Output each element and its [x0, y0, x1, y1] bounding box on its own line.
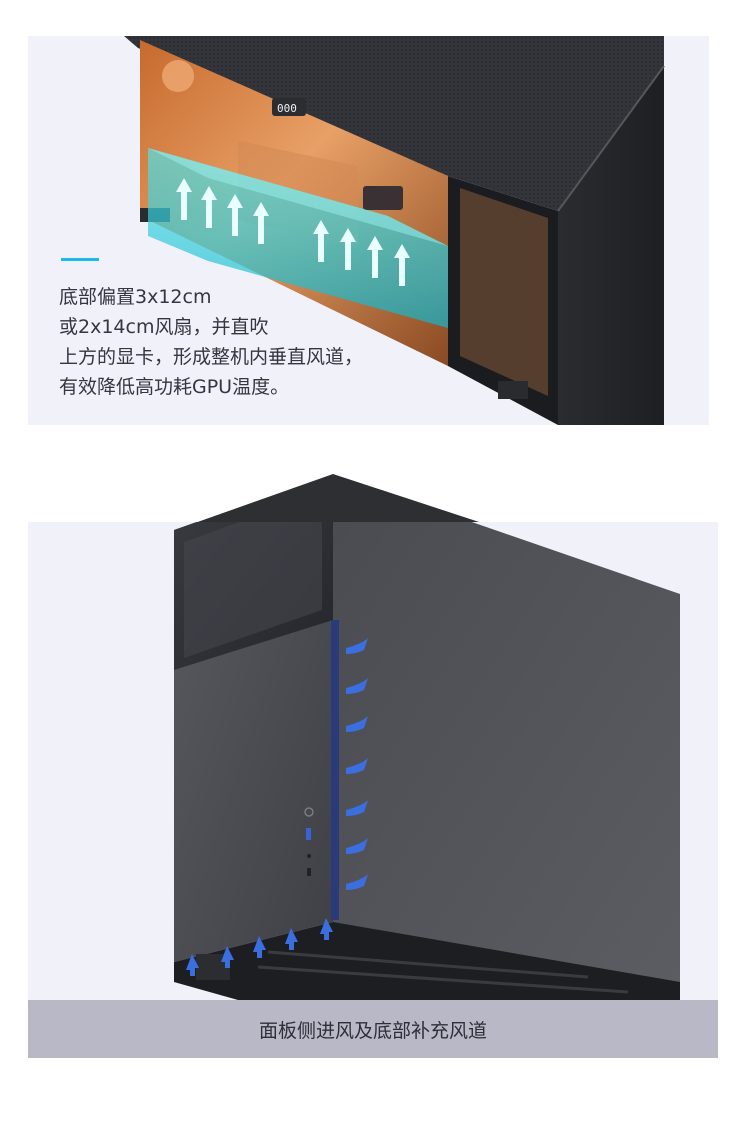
case-top-edge	[175, 474, 504, 530]
case-cutaway-illustration: 000	[124, 36, 665, 425]
airflow-up-arrows	[176, 178, 410, 286]
gpu-badge-text: 000	[277, 102, 297, 115]
airflow-caption: 面板侧进风及底部补充风道	[258, 1019, 487, 1042]
caption-band: 面板侧进风及底部补充风道	[28, 1000, 718, 1058]
usb-port-icon	[306, 828, 311, 840]
power-button-icon	[304, 807, 314, 817]
top-feature-panel: 000 底部偏置3x12cm 或2x14cm风扇，并直吹 上方的显卡，形成整机内…	[28, 36, 709, 425]
side-intake-arrows	[346, 638, 368, 890]
feature-description: 底部偏置3x12cm 或2x14cm风扇，并直吹 上方的显卡，形成整机内垂直风道…	[59, 282, 419, 402]
gpu-badge-plate	[272, 98, 306, 116]
description-line-1: 底部偏置3x12cm	[59, 286, 212, 308]
bottom-intake-arrows	[186, 918, 333, 976]
bottom-feature-panel	[28, 522, 718, 1000]
case-exterior-photo	[174, 522, 680, 1000]
description-line-2: 或2x14cm风扇，并直吹	[59, 316, 269, 338]
description-line-4: 有效降低高功耗GPU温度。	[59, 376, 290, 398]
accent-line	[61, 258, 99, 261]
description-line-3: 上方的显卡，形成整机内垂直风道，	[59, 346, 364, 368]
